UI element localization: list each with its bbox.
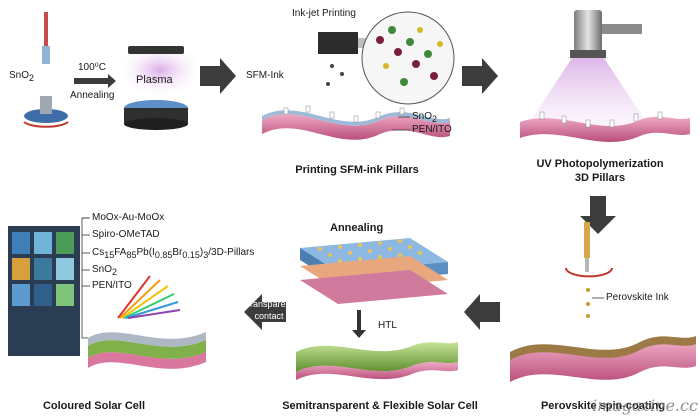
annealing-label-step1: Annealing — [70, 90, 115, 101]
temperature-label: 100⁰C — [78, 62, 106, 73]
magnified-ink-droplet-view — [361, 11, 455, 105]
layer-label-spiro-ometad: Spiro-OMeTAD — [92, 229, 160, 240]
caption-coloured-solar-cell: Coloured Solar Cell — [42, 400, 146, 412]
inkjet-printing-label: Ink-jet Printing — [292, 8, 356, 19]
htl-label: HTL — [378, 320, 397, 331]
solar-cell-layer-stack — [88, 332, 206, 369]
annealing-label-step5: Annealing — [330, 222, 384, 234]
perovskite-ink-label: Perovskite Ink — [606, 292, 669, 303]
printing-substrate — [262, 105, 450, 140]
arrow-annealing — [74, 74, 116, 88]
arrow-htl-down — [352, 310, 366, 338]
pen-ito-label-step2: PEN/ITO — [412, 124, 452, 135]
htl-substrate — [296, 342, 458, 380]
rainbow-light-rays — [117, 275, 181, 319]
spin-coated-substrate — [510, 336, 696, 382]
layer-label-perovskite: Cs15FA85Pb(I0.85Br0.15)3/3D-Pillars — [92, 247, 255, 260]
arrow-step4-to-step5 — [464, 294, 500, 330]
transparent-contact-label: Transparent contact — [244, 299, 294, 321]
arrow-step1-to-step2 — [200, 58, 236, 94]
arrow-step2-to-step3 — [462, 58, 498, 94]
layer-label-pen-ito: PEN/ITO — [92, 280, 132, 291]
sno2-label-step2: SnO2 — [412, 111, 438, 124]
watermark: imagazine.cc — [592, 396, 698, 415]
caption-3d-pillars: 3D Pillars — [574, 172, 626, 184]
caption-semitransparent-flexible-solar-cell: Semitransparent & Flexible Solar Cell — [282, 400, 478, 412]
coloured-solar-cell-photo — [8, 226, 80, 356]
sfm-ink-label: SFM-Ink — [246, 70, 284, 81]
caption-perovskite-spin-coating: Perovskite spin-coating — [540, 400, 666, 412]
plasma-label: Plasma — [136, 74, 173, 86]
layer-label-sno2: SnO2 — [92, 264, 118, 277]
sno2-label-step1: SnO2 — [9, 70, 35, 83]
spin-coater — [23, 12, 69, 128]
caption-printing-sfm-ink-pillars: Printing SFM-ink Pillars — [295, 164, 419, 176]
uv-substrate — [520, 111, 690, 142]
caption-uv-photopolymerization: UV Photopolymerization — [536, 158, 664, 170]
uv-lamp — [526, 10, 650, 128]
plasma-chamber — [116, 42, 204, 130]
annealing-stack — [300, 238, 448, 304]
arrow-step5-to-step6 — [244, 294, 286, 330]
perovskite-pipette — [565, 222, 613, 318]
layer-label-mooxaumoox: MoOx-Au-MoOx — [92, 212, 165, 223]
layer-bracket — [81, 217, 90, 339]
